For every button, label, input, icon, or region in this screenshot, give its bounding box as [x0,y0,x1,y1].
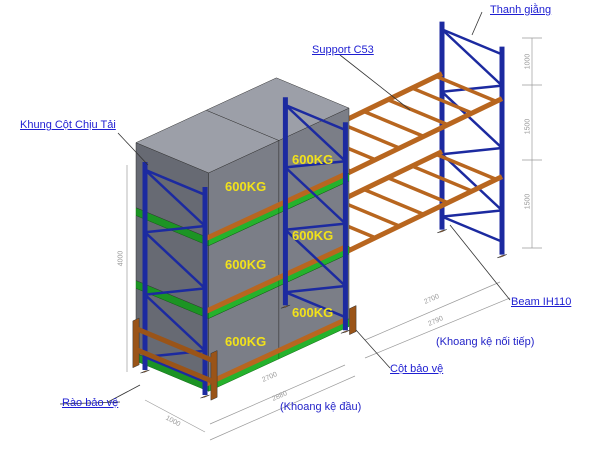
label-rail-guard: Rào bảo vệ [62,397,119,409]
bay1-beam-front [203,244,347,315]
load-label: 600KG [225,179,267,194]
leader-line [449,224,511,301]
frame-start-diagonal-brace [144,293,206,352]
bay2-upper-support-c53 [411,86,473,115]
leader-line [117,132,149,166]
load-label: 600KG [225,334,267,349]
frame-middle-base-plate [280,304,291,309]
frame-end-base-plate [497,254,507,259]
label-post-guard: Cột bảo vệ [390,363,444,375]
frame-start-base-plate [140,369,150,374]
dim-line-bay2-inner [364,281,501,341]
bay2-lower-beam-front [344,174,504,255]
bay2-lower-support-c53 [363,187,425,217]
label-first-bay: (Khoang kệ đầu) [280,401,362,413]
dim-line-bay2-outer [364,297,511,359]
bay2-lower-support-c53 [338,199,401,228]
bay2-lower-support-c53 [435,152,497,182]
label-brace: Thanh giằng [490,4,552,16]
frame-middle-diagonal-brace [284,104,347,163]
frame-end-diagonal-brace [441,209,503,218]
guard-rail-bar [133,346,214,384]
guard-rail-post [132,317,140,369]
frame-middle-diagonal-brace [284,228,347,287]
label-support: Support C53 [312,44,374,56]
label-frame: Khung Cột Chịu Tải [20,119,116,131]
bay2-lower-support-c53 [387,176,449,205]
load-label: 600KG [292,305,334,320]
frame-middle-base-plate [340,329,351,334]
dim-line-bay1-inner [209,364,346,425]
frame-middle-diagonal-brace [285,222,346,232]
label-next-bay: (Khoang kệ nối tiếp) [436,336,535,348]
bay1-beam-front [203,171,347,242]
frame-start-horizontal-brace [144,168,206,196]
guard-rail-bar [133,325,214,363]
frame-middle-diagonal-brace [285,284,346,294]
leader-line [59,401,121,405]
frame-middle-horizontal-brace [284,291,346,319]
guard-rail-post [210,350,218,401]
dim-level-low: 1500 [524,193,532,210]
frame-end-horizontal-brace [441,28,503,56]
frame-end-diagonal-brace [441,146,503,156]
frame-start-diagonal-brace [144,168,206,227]
dim-line-depth [144,399,206,433]
bay2-upper-support-c53 [387,98,449,127]
frame-end-diagonal-brace [441,28,503,87]
load-label: 600KG [225,257,267,272]
dim-level-top: 1000 [524,53,532,70]
bay1-beam-front [203,317,347,387]
load-label: 600KG [292,228,334,243]
frame-middle-diagonal-brace [285,159,346,169]
frame-start-diagonal-brace [144,287,206,296]
dim-level-mid: 1500 [524,118,532,135]
bay2-upper-beam-front [344,96,504,177]
frame-end-base-plate [437,229,447,234]
bay2-lower-support-c53 [411,164,473,193]
bay2-upper-support-c53 [363,109,425,139]
frame-middle-horizontal-brace [284,103,346,132]
frame-middle-diagonal-brace [284,166,347,225]
frame-end-horizontal-brace [441,215,503,243]
bay2-upper-support-c53 [435,74,497,104]
dim-frame-height: 4000 [117,250,125,267]
frame-end-diagonal-brace [441,90,503,149]
bay2-upper-support-c53 [338,121,401,150]
frame-start-diagonal-brace [144,224,206,234]
frame-start-base-plate [200,394,210,399]
leader-line [355,329,391,369]
load-label: 600KG [292,152,334,167]
leader-line [339,54,411,111]
post-guard [349,305,357,336]
frame-start-diagonal-brace [144,231,206,290]
frame-end-diagonal-brace [441,153,503,212]
frame-start-horizontal-brace [144,355,206,384]
dim-line-bay1-outer [209,375,356,441]
load-level3-front-box-top [135,109,280,174]
frame-end-diagonal-brace [441,84,503,94]
label-beam: Beam IH110 [511,296,572,308]
leader-line [107,384,141,403]
leader-line [471,11,483,36]
